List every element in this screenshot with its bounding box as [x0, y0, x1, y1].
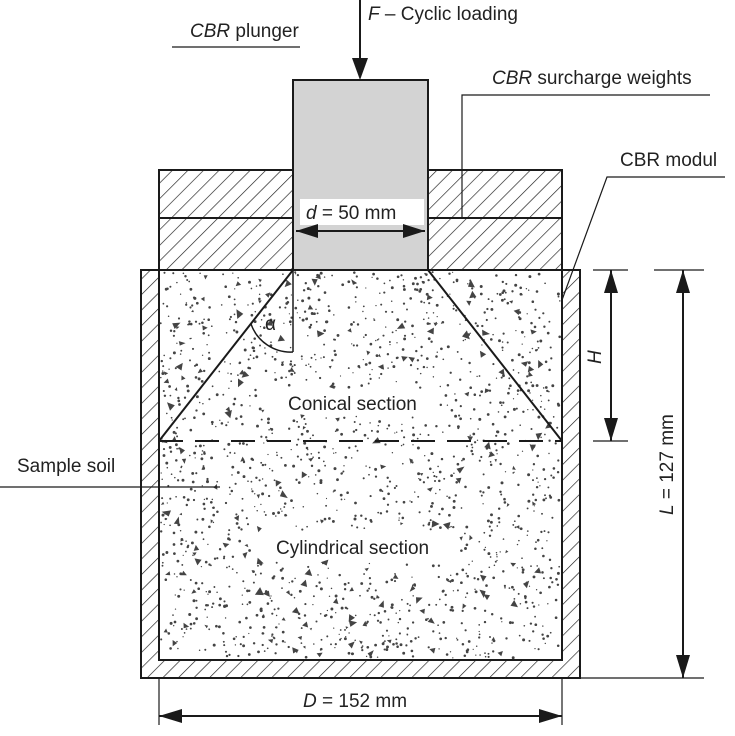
load-label: F – Cyclic loading	[368, 4, 518, 25]
angle-label: α	[265, 314, 276, 335]
surcharge-label: CBR surcharge weights	[492, 68, 692, 89]
cylindrical-section-label: Cylindrical section	[276, 538, 429, 559]
plunger-label: CBR plunger	[190, 21, 299, 42]
mould-label: CBR modul	[620, 150, 717, 171]
height-dimension	[593, 269, 628, 442]
plunger-diameter-label: d = 50 mm	[306, 203, 396, 224]
surcharge-weights	[158, 169, 563, 271]
plunger-diameter-dimension	[296, 199, 425, 238]
length-label: L = 127 mm	[657, 414, 678, 515]
length-dimension	[580, 269, 704, 679]
leader-lines	[0, 46, 725, 488]
sample-soil	[159, 271, 562, 660]
sample-soil-label: Sample soil	[17, 456, 115, 477]
load-arrow	[352, 0, 368, 80]
diameter-dimension	[158, 678, 563, 725]
height-label: H	[585, 350, 606, 364]
conical-section-label: Conical section	[288, 394, 417, 415]
diameter-label: D = 152 mm	[303, 691, 407, 712]
cone-outline	[158, 269, 563, 442]
cbr-plunger	[292, 79, 429, 271]
